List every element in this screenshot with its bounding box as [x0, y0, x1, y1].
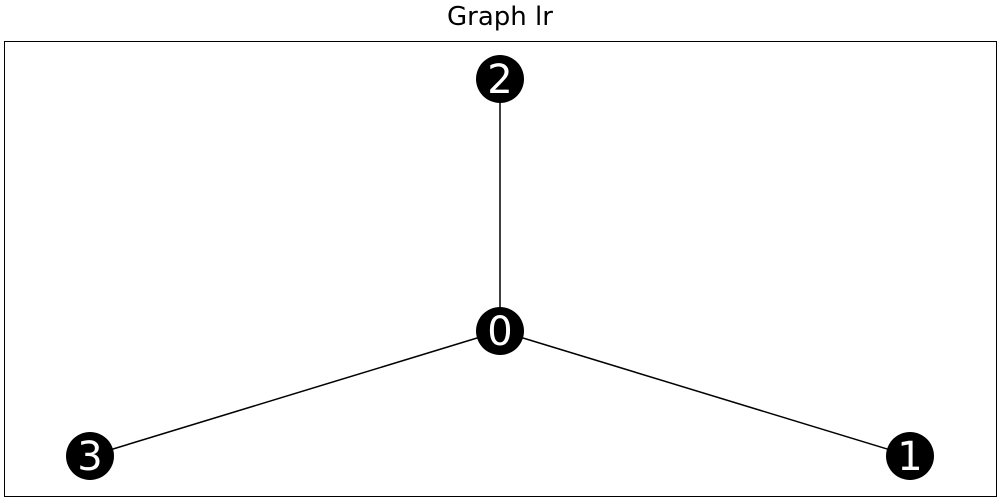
node-circle — [476, 307, 524, 355]
node-label: 3 — [77, 434, 102, 480]
edge-0-1 — [499, 330, 911, 457]
edge-0-3 — [89, 330, 501, 457]
node-1: 1 — [886, 432, 934, 480]
node-circle — [476, 55, 524, 103]
node-label: 2 — [487, 57, 512, 103]
edge-layer — [89, 79, 911, 457]
node-circle — [886, 432, 934, 480]
node-label: 1 — [897, 434, 922, 480]
node-label: 0 — [487, 309, 512, 355]
node-3: 3 — [66, 432, 114, 480]
figure-title: Graph lr — [447, 2, 553, 32]
node-2: 2 — [476, 55, 524, 103]
node-circle — [66, 432, 114, 480]
node-layer: 0 1 2 3 — [66, 55, 934, 480]
node-0: 0 — [476, 307, 524, 355]
plot-frame — [4, 41, 997, 497]
